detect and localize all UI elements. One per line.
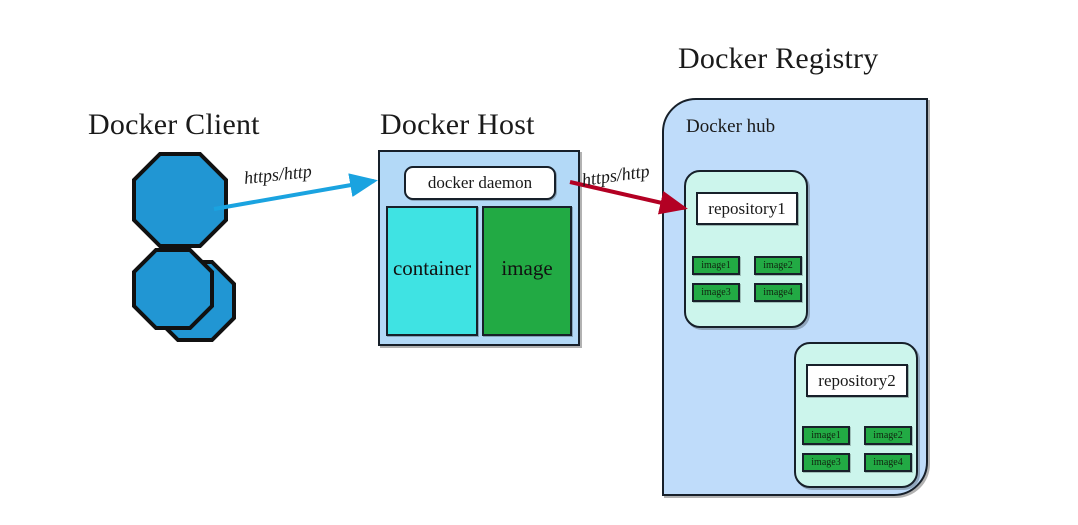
arrow-label-client-to-host: https/http [242,160,313,188]
docker-host-title: Docker Host [380,108,535,141]
repository2-image-chip: image3 [802,453,850,472]
repository1-title: repository1 [696,192,798,225]
docker-hub-label: Docker hub [686,116,776,137]
container-panel: container [386,206,478,336]
repository2-image-chip: image1 [802,426,850,445]
arrow-label-host-to-registry: https/http [580,160,651,190]
repository2-image-chip: image2 [864,426,912,445]
client-octagon-single [132,152,228,248]
docker-daemon-box: docker daemon [404,166,556,200]
repository2-image-chip: image4 [864,453,912,472]
client-octagon-stacked [132,248,236,342]
repository1-image-chip: image1 [692,256,740,275]
repository1-image-chip: image2 [754,256,802,275]
docker-client-title: Docker Client [88,108,260,141]
docker-registry-title: Docker Registry [678,42,879,75]
repository1-image-chip: image4 [754,283,802,302]
repository1-image-chip: image3 [692,283,740,302]
repository2-title: repository2 [806,364,908,397]
arrow-client-to-host [213,173,378,211]
image-panel: image [482,206,572,336]
